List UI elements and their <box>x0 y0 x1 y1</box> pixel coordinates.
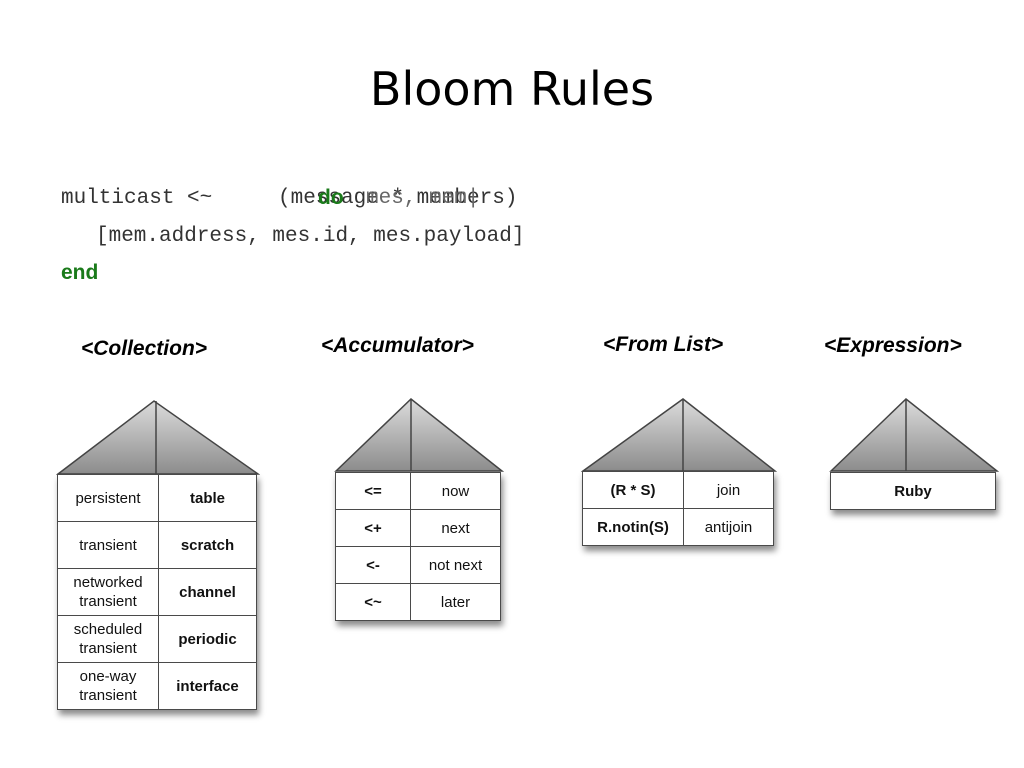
from-list-join-type-cell: join <box>683 471 774 509</box>
accumulator-roof <box>334 398 504 472</box>
collection-keyword-cell: periodic <box>158 615 257 663</box>
code-keyword-do: do <box>318 186 344 209</box>
table-row: scheduled transient periodic <box>57 615 257 663</box>
table-row: persistent table <box>57 474 257 522</box>
table-row: <+ next <box>335 509 501 547</box>
from-list-expression-cell: (R * S) <box>582 471 684 509</box>
collection-keyword-cell: interface <box>158 662 257 710</box>
table-row: networked transient channel <box>57 568 257 616</box>
expression-value-cell: Ruby <box>830 472 996 510</box>
code-line-1-expression: (message * members) <box>278 187 518 210</box>
table-row: <- not next <box>335 546 501 584</box>
accumulator-header: <Accumulator> <box>321 334 474 357</box>
code-line-1-prefix: multicast <~ <box>61 187 213 210</box>
collection-header: <Collection> <box>81 337 208 360</box>
collection-keyword-cell: channel <box>158 568 257 616</box>
accumulator-timing-cell: now <box>410 472 501 510</box>
from-list-roof <box>581 398 777 472</box>
table-row: one-way transient interface <box>57 662 257 710</box>
from-list-table: (R * S) join R.notin(S) antijoin <box>582 471 774 546</box>
code-line-2: [mem.address, mes.id, mes.payload] <box>96 225 525 248</box>
expression-table: Ruby <box>830 472 996 510</box>
table-row: transient scratch <box>57 521 257 569</box>
accumulator-table: <= now <+ next <- not next <~ later <box>335 472 501 621</box>
accumulator-operator-cell: <= <box>335 472 411 510</box>
collection-keyword-cell: table <box>158 474 257 522</box>
collection-storage-cell: scheduled transient <box>57 615 159 663</box>
expression-header: <Expression> <box>824 334 962 357</box>
accumulator-operator-cell: <~ <box>335 583 411 621</box>
accumulator-timing-cell: not next <box>410 546 501 584</box>
table-row: <= now <box>335 472 501 510</box>
collection-keyword-cell: scratch <box>158 521 257 569</box>
collection-roof <box>56 400 260 475</box>
accumulator-operator-cell: <- <box>335 546 411 584</box>
code-line-1-block-params: mes, mem| <box>366 187 480 210</box>
code-keyword-end: end <box>61 261 99 284</box>
collection-storage-cell: networked transient <box>57 568 159 616</box>
accumulator-timing-cell: next <box>410 509 501 547</box>
accumulator-timing-cell: later <box>410 583 501 621</box>
table-row: (R * S) join <box>582 471 774 509</box>
collection-storage-cell: persistent <box>57 474 159 522</box>
table-row: Ruby <box>830 472 996 510</box>
collection-storage-cell: one-way transient <box>57 662 159 710</box>
from-list-expression-cell: R.notin(S) <box>582 508 684 546</box>
table-row: <~ later <box>335 583 501 621</box>
table-row: R.notin(S) antijoin <box>582 508 774 546</box>
from-list-join-type-cell: antijoin <box>683 508 774 546</box>
expression-roof <box>829 398 999 472</box>
collection-storage-cell: transient <box>57 521 159 569</box>
accumulator-operator-cell: <+ <box>335 509 411 547</box>
slide-title: Bloom Rules <box>369 62 655 116</box>
collection-table: persistent table transient scratch netwo… <box>57 474 257 710</box>
from-list-header: <From List> <box>603 333 724 356</box>
